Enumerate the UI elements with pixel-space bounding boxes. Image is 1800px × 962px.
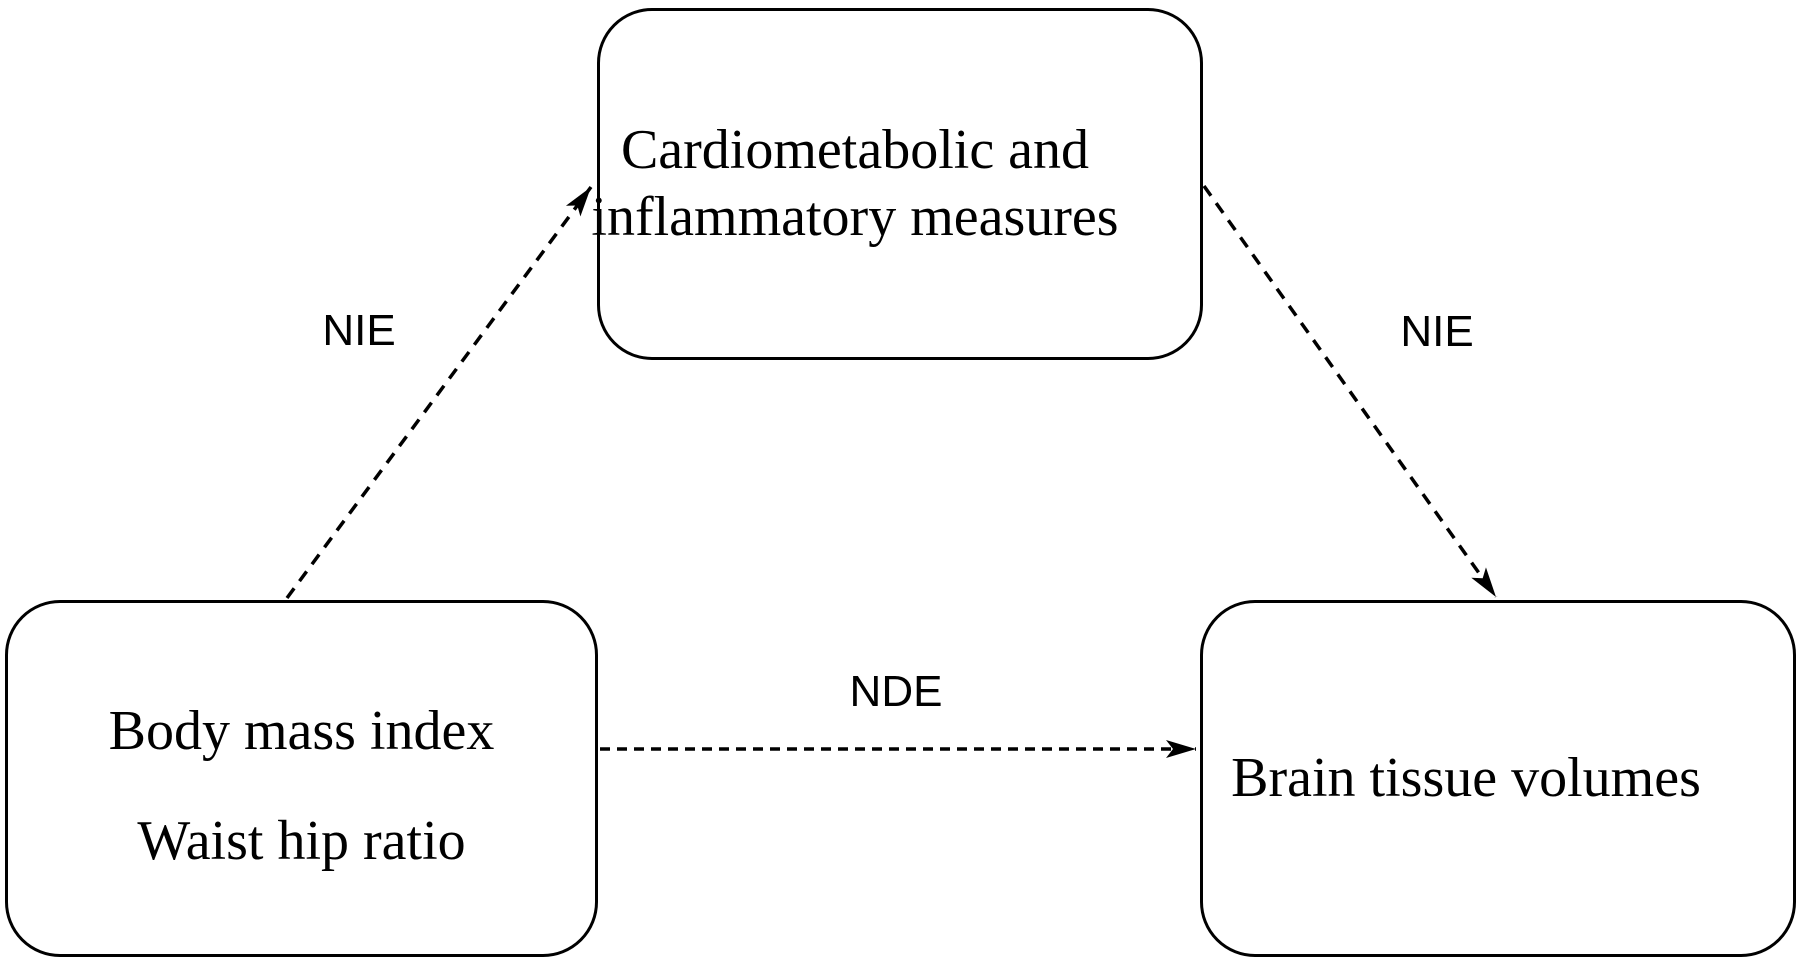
outcome-line-1: Brain tissue volumes — [1231, 746, 1701, 809]
exposure-node: Body mass index Waist hip ratio — [5, 600, 598, 957]
exposure-line-2: Waist hip ratio — [137, 809, 466, 872]
mediator-node-text: Cardiometabolic and inflammatory measure… — [591, 117, 1118, 251]
outcome-node: Brain tissue volumes — [1200, 600, 1796, 957]
edge-label-nie-left: NIE — [322, 306, 396, 355]
edge-exposure-to-mediator — [285, 185, 593, 600]
edge-label-nie-right: NIE — [1400, 307, 1474, 356]
exposure-line-1: Body mass index — [108, 700, 495, 763]
edge-label-nde: NDE — [849, 667, 943, 716]
mediator-node: Cardiometabolic and inflammatory measure… — [591, 8, 1203, 360]
mediator-line-2: inflammatory measures — [591, 186, 1119, 248]
edge-mediator-to-outcome — [1202, 184, 1498, 599]
outcome-node-text: Brain tissue volumes — [1231, 745, 1701, 812]
exposure-node-text: Body mass index Waist hip ratio — [109, 682, 495, 874]
mediator-line-1: Cardiometabolic and — [620, 118, 1090, 181]
